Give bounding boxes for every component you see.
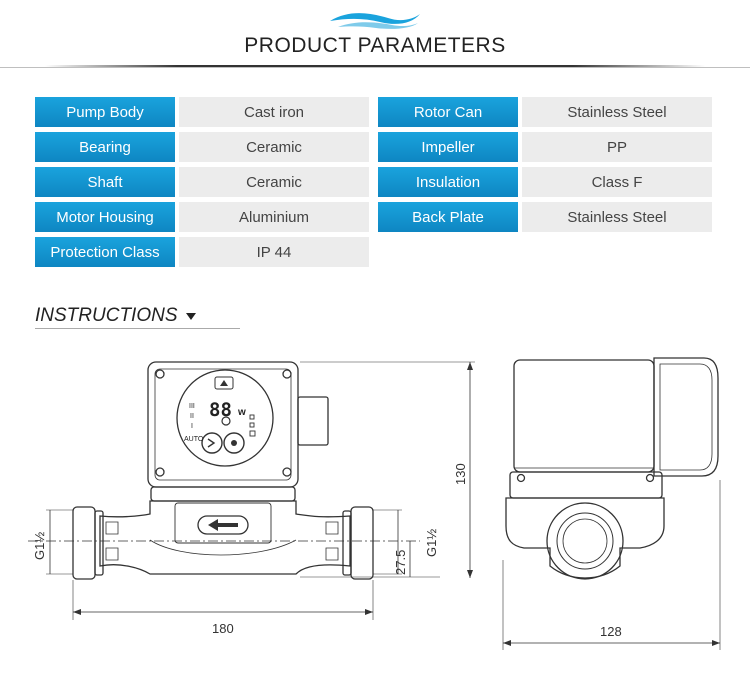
pump-body-outline [99,500,351,575]
screw-icon [645,473,655,483]
dim-width-side: 128 [600,624,622,639]
control-panel-face [176,369,274,467]
instructions-title: INSTRUCTIONS [35,305,178,326]
param-row-shaft: Shaft Ceramic [35,167,369,197]
cable-gland [297,396,329,446]
param-label: Insulation [378,167,518,197]
screw-icon [516,473,526,483]
screw-icon [282,467,292,477]
flow-arrow-icon [197,515,249,535]
param-label: Impeller [378,132,518,162]
display-digits: 88 [209,399,232,421]
wave-logo-icon [330,13,420,29]
param-label: Shaft [35,167,175,197]
param-label: Rotor Can [378,97,518,127]
outlet-port [350,506,374,580]
speed-label: III [189,403,195,410]
terminal-box-outline [653,357,719,477]
pump-technical-drawing: 88 w III II I AUTO 180 128 130 27.5 G1½ … [28,357,721,650]
param-label: Motor Housing [35,202,175,232]
param-label: Bearing [35,132,175,162]
title-divider [45,65,705,67]
control-display [201,376,256,454]
param-row-insulation: Insulation Class F [378,167,712,197]
param-row-motor-housing: Motor Housing Aluminium [35,202,369,232]
front-view [28,361,475,620]
thread-label-left: G1½ [32,532,47,560]
instructions-divider [35,328,240,329]
mode-button-icon [201,432,223,454]
param-row-protection-class: Protection Class IP 44 [35,237,369,267]
param-label: Pump Body [35,97,175,127]
param-row-back-plate: Back Plate Stainless Steel [378,202,712,232]
fan-button-icon [223,432,245,454]
param-row-rotor-can: Rotor Can Stainless Steel [378,97,712,127]
display-window [214,376,234,390]
dim-width-front: 180 [212,621,234,636]
dim-height: 130 [453,463,468,485]
triangle-down-icon [185,312,196,320]
param-value: Stainless Steel [522,202,712,232]
auto-label: AUTO [184,436,204,443]
param-value: Cast iron [179,97,369,127]
param-label: Back Plate [378,202,518,232]
side-port-outer [546,502,624,580]
screw-icon [155,467,165,477]
speed-label: II [190,413,194,420]
motor-housing-outline [147,361,299,488]
param-value: Class F [522,167,712,197]
param-value: PP [522,132,712,162]
page-title: PRODUCT PARAMETERS [244,34,506,57]
param-value: Stainless Steel [522,97,712,127]
param-value: Ceramic [179,132,369,162]
param-row-bearing: Bearing Ceramic [35,132,369,162]
motor-can-outline [513,359,655,473]
pump-symbol-icon [221,416,231,426]
up-arrow-icon [220,380,228,386]
inlet-port [72,506,96,580]
screw-icon [282,369,292,379]
param-row-impeller: Impeller PP [378,132,712,162]
speed-label: I [191,423,193,430]
dim-port-height: 27.5 [393,550,408,575]
instructions-heading: INSTRUCTIONS [35,305,196,327]
side-view [502,357,721,650]
param-value: IP 44 [179,237,369,267]
screw-icon [155,369,165,379]
display-unit: w [237,407,246,418]
thread-label-right: G1½ [424,529,439,557]
param-row-pump-body: Pump Body Cast iron [35,97,369,127]
param-label: Protection Class [35,237,175,267]
side-pump-body [505,497,665,579]
param-value: Aluminium [179,202,369,232]
param-value: Ceramic [179,167,369,197]
title-divider-light [0,67,750,68]
